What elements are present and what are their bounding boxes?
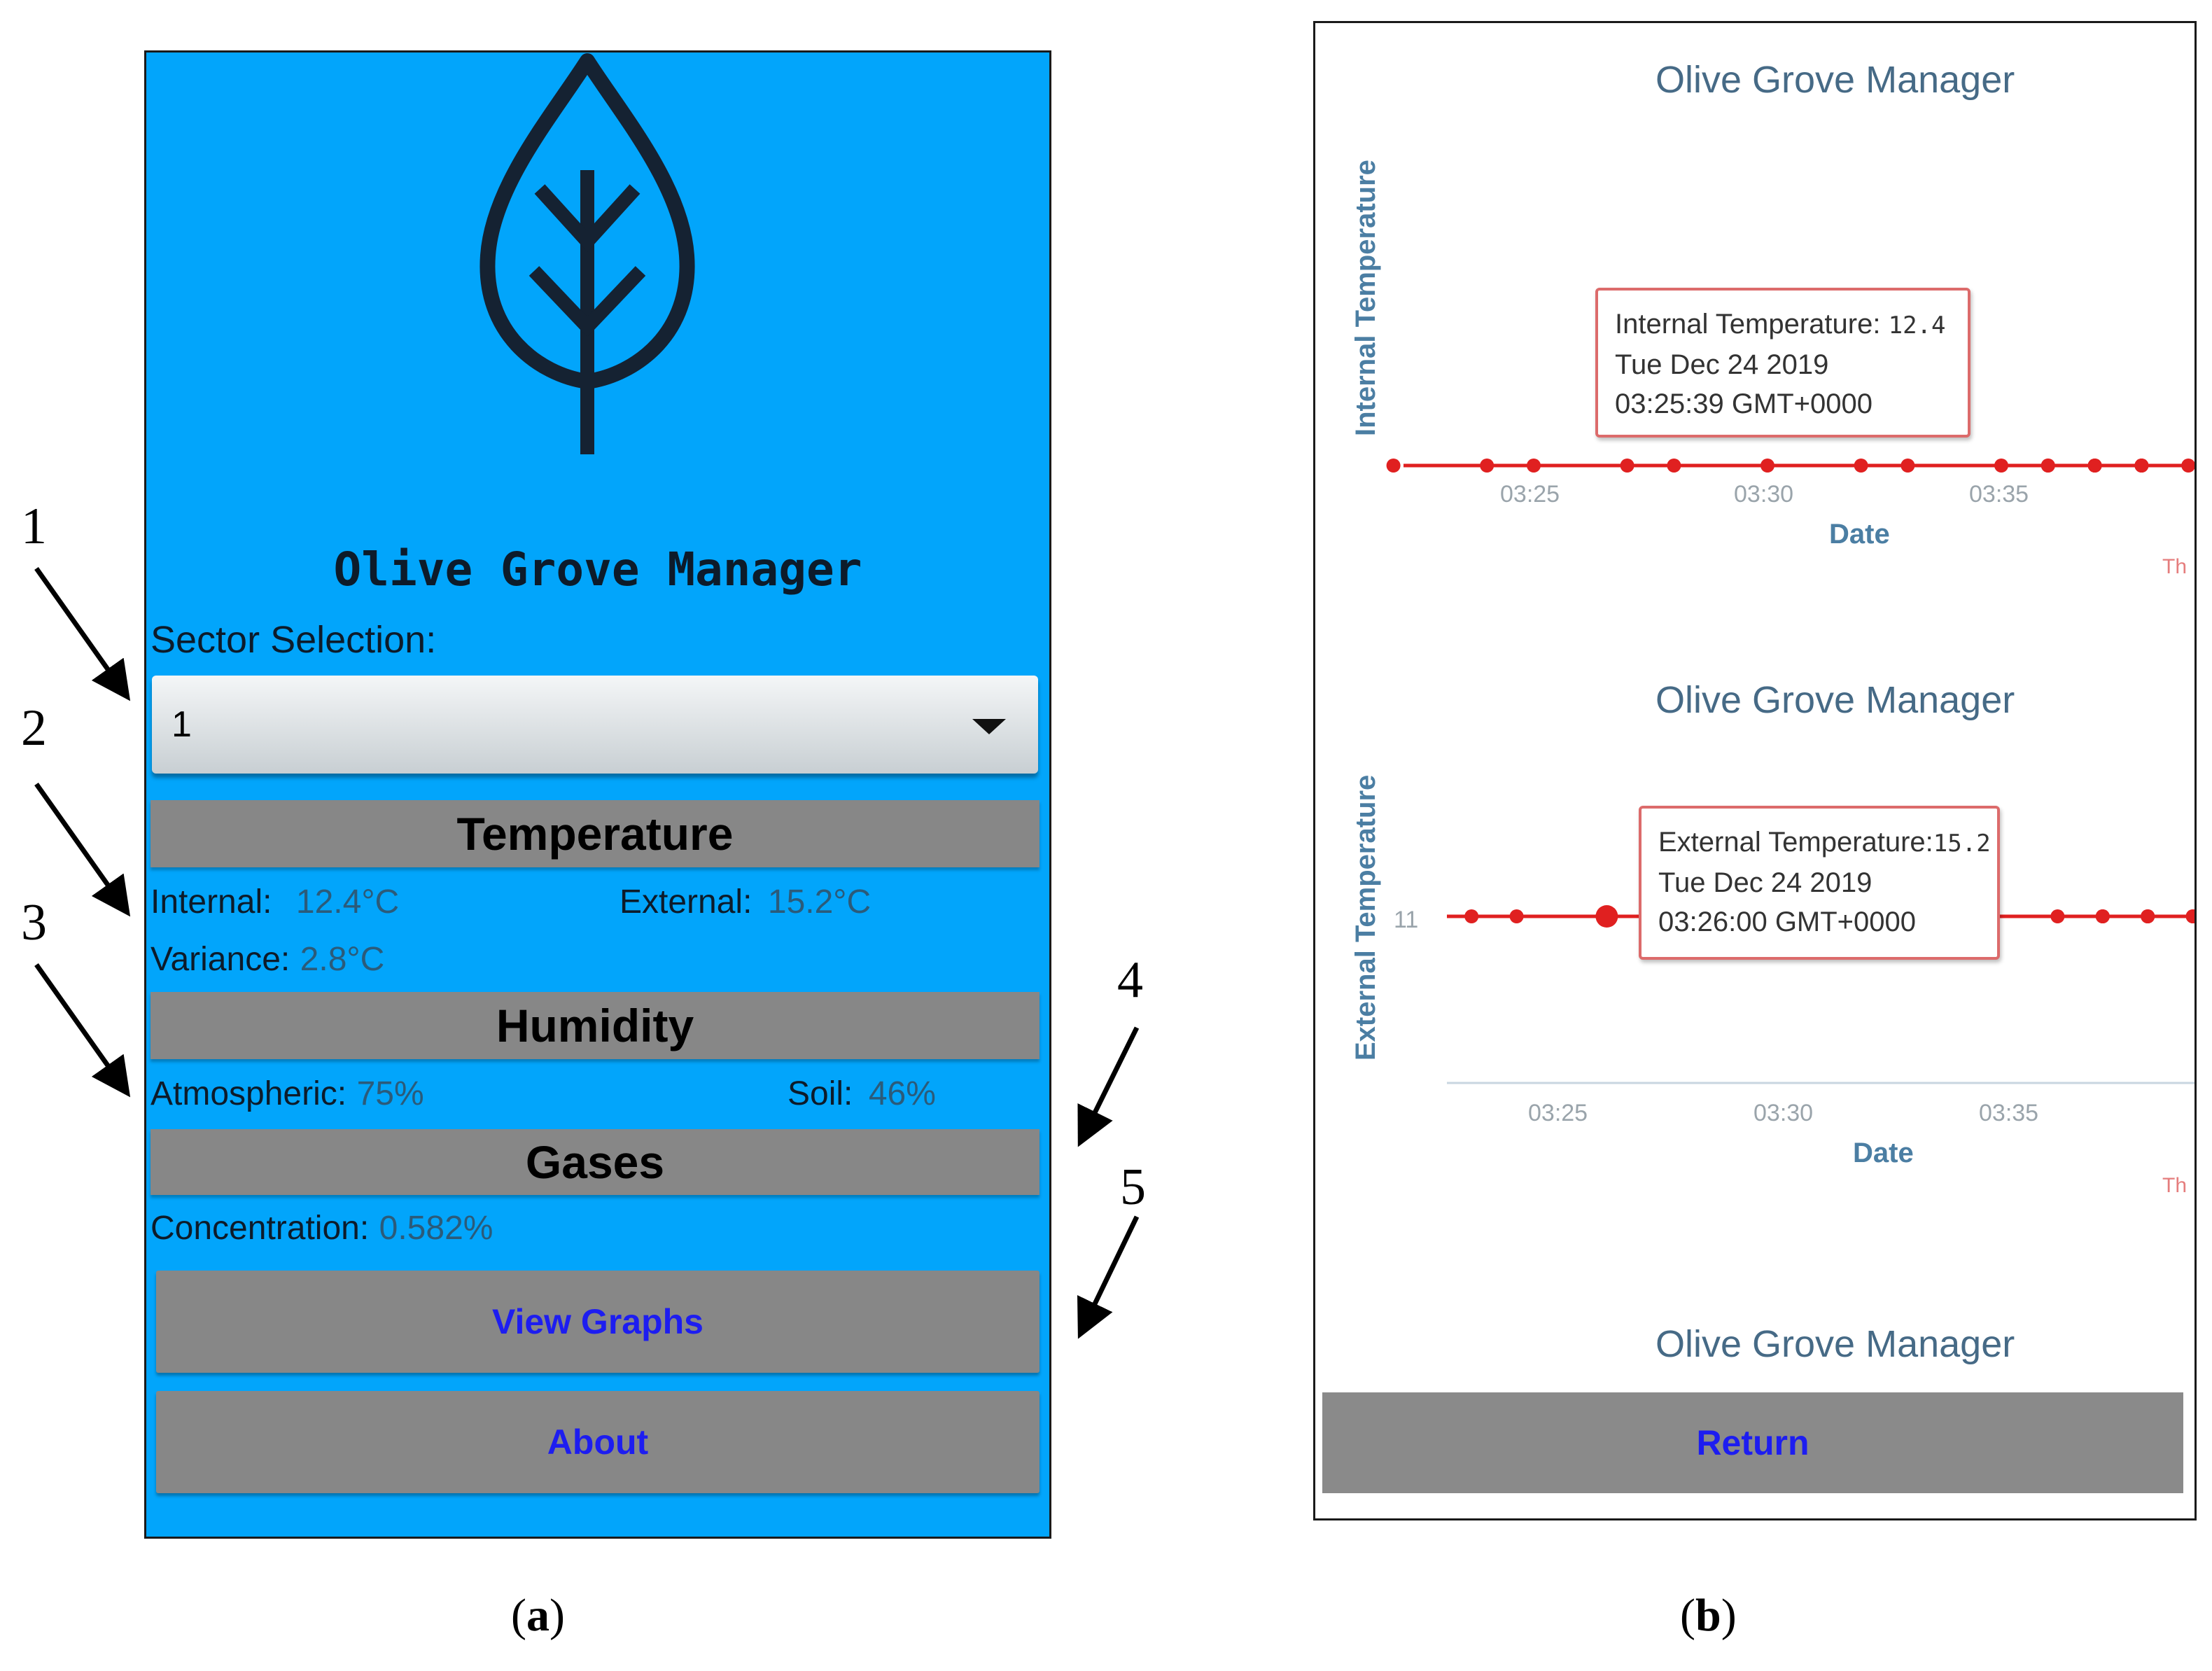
annotation-number-3: 3 (21, 894, 47, 951)
arrow-4 (1077, 1026, 1140, 1147)
panel-a-caption: (a) (511, 1590, 565, 1641)
arrow-3 (34, 963, 131, 1098)
chart-2-y-tick: 11 (1394, 907, 1419, 933)
gases-header: Gases (150, 1129, 1040, 1195)
data-point[interactable] (1900, 459, 1915, 473)
data-point[interactable] (1620, 459, 1634, 473)
temperature-header: Temperature (150, 800, 1040, 867)
external-temperature-value: 15.2°C (767, 883, 872, 921)
chart-2-x-tick: 03:25 (1528, 1100, 1588, 1126)
sector-selected-value: 1 (172, 704, 192, 745)
data-point[interactable] (1994, 459, 2008, 473)
data-point[interactable] (2185, 909, 2197, 923)
soil-humidity-value: 46% (868, 1075, 936, 1112)
data-point[interactable] (1509, 909, 1524, 923)
gas-concentration-value: 0.582% (379, 1210, 493, 1247)
sector-dropdown[interactable]: 1 (152, 676, 1038, 774)
data-point[interactable] (2095, 909, 2110, 923)
humidity-header: Humidity (150, 992, 1040, 1059)
chart-1-plot[interactable] (1315, 23, 2197, 597)
chevron-down-icon (972, 719, 1006, 734)
data-point[interactable] (1480, 459, 1494, 473)
leaf-logo-icon (479, 53, 695, 454)
chart-2-points (1464, 905, 2197, 928)
app-title: Olive Grove Manager (333, 543, 862, 596)
return-button[interactable]: Return (1322, 1392, 2183, 1493)
arrow-1 (34, 566, 131, 701)
chart-1-truncated-text: Th (2162, 555, 2188, 578)
chart-2-title: Olive Grove Manager (1656, 679, 2015, 721)
data-point[interactable] (1760, 459, 1774, 473)
atmospheric-humidity-label: Atmospheric: (150, 1075, 347, 1112)
tooltip-1-line-1: Internal Temperature: 12.4 (1615, 309, 1946, 340)
internal-temperature-value: 12.4°C (295, 883, 400, 921)
variance-row: Variance: 2.8°C (150, 940, 384, 979)
about-button[interactable]: About (156, 1391, 1040, 1493)
chart-2-x-tick: 03:35 (1979, 1100, 2039, 1126)
chart-2-plot[interactable] (1315, 23, 2197, 1213)
chart-2-x-axis-label: Date (1853, 1138, 1914, 1168)
data-point[interactable] (2050, 909, 2065, 923)
chart-2-x-tick: 03:30 (1754, 1100, 1814, 1126)
panel-b-caption: (b) (1680, 1590, 1737, 1641)
data-point[interactable] (1854, 459, 1868, 473)
data-point[interactable] (1667, 459, 1681, 473)
gas-concentration-row: Concentration: 0.582% (150, 1209, 493, 1247)
variance-value: 2.8°C (300, 941, 385, 978)
chart-1-points (1386, 459, 2195, 473)
tooltip-1-date: Tue Dec 24 2019 (1615, 349, 1829, 380)
data-point[interactable] (2087, 459, 2102, 473)
view-graphs-button[interactable]: View Graphs (156, 1271, 1040, 1373)
atmospheric-humidity-value: 75% (356, 1075, 424, 1112)
chart-1-x-axis-label: Date (1829, 519, 1890, 550)
annotation-number-2: 2 (21, 699, 47, 757)
chart-1-tooltip: Internal Temperature: 12.4 Tue Dec 24 20… (1595, 288, 1970, 438)
chart-1-x-tick: 03:35 (1969, 481, 2029, 508)
annotation-number-4: 4 (1117, 951, 1143, 1009)
annotation-number-5: 5 (1120, 1159, 1146, 1216)
data-point[interactable] (2040, 459, 2055, 473)
chart-1-x-tick: 03:25 (1500, 481, 1560, 508)
data-point[interactable] (2181, 459, 2195, 473)
chart-1-x-tick: 03:30 (1734, 481, 1794, 508)
data-point[interactable] (1595, 905, 1618, 928)
sector-selection-label: Sector Selection: (150, 619, 437, 661)
variance-label: Variance: (150, 941, 290, 978)
internal-temperature-label: Internal: (150, 883, 272, 921)
chart-2-truncated-text: Th (2162, 1174, 2188, 1197)
chart-2-tooltip: External Temperature:15.2 Tue Dec 24 201… (1639, 806, 2000, 960)
data-point[interactable] (2141, 909, 2155, 923)
graphs-screen: Olive Grove Manager Internal Temperature… (1313, 21, 2197, 1520)
external-temperature-label: External: (620, 883, 752, 921)
data-point[interactable] (1527, 459, 1541, 473)
chart-1-title: Olive Grove Manager (1656, 59, 2015, 101)
external-temperature-row: External: 15.2°C (620, 883, 871, 921)
arrow-2 (34, 782, 131, 917)
gas-concentration-label: Concentration: (150, 1210, 370, 1247)
data-point[interactable] (2134, 459, 2149, 473)
annotation-number-1: 1 (21, 498, 47, 555)
tooltip-2-time: 03:26:00 GMT+0000 (1658, 907, 1917, 937)
tooltip-1-time: 03:25:39 GMT+0000 (1615, 389, 1873, 419)
tooltip-2-line-1: External Temperature:15.2 (1658, 827, 1991, 858)
main-screen: Olive Grove Manager Sector Selection: 1 … (144, 50, 1051, 1539)
arrow-5 (1077, 1215, 1140, 1339)
tooltip-2-date: Tue Dec 24 2019 (1658, 867, 1872, 898)
data-point[interactable] (1464, 909, 1479, 923)
internal-temperature-row: Internal: 12.4°C (150, 883, 399, 921)
chart-3-title: Olive Grove Manager (1656, 1323, 2015, 1365)
data-point[interactable] (1386, 459, 1401, 473)
soil-humidity-label: Soil: (788, 1075, 853, 1112)
atmospheric-humidity-row: Atmospheric: 75% (150, 1075, 424, 1113)
soil-humidity-row: Soil: 46% (788, 1075, 936, 1113)
